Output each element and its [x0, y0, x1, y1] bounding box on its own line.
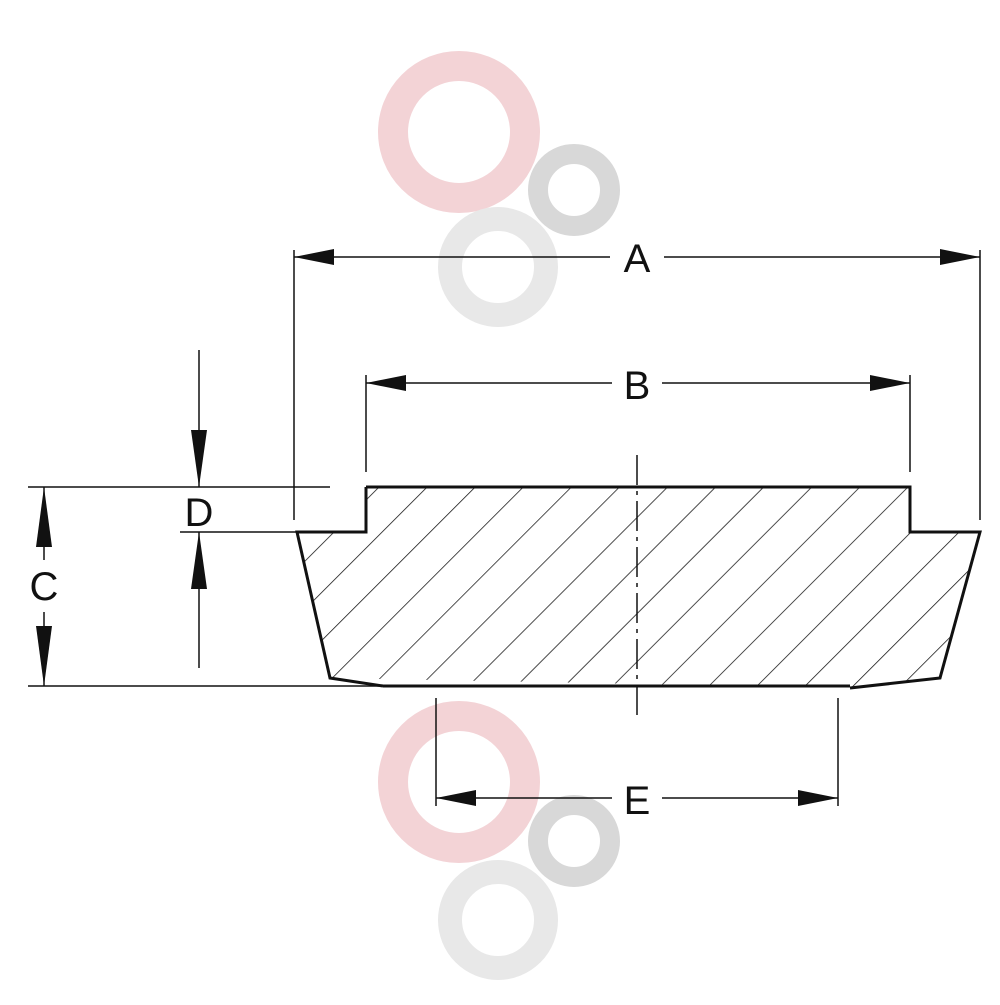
- part-outline: [366, 485, 982, 690]
- arrowhead: [36, 487, 52, 547]
- watermark-ring-gray: [528, 795, 620, 887]
- dimension-a: A: [293, 237, 981, 520]
- dimension-e: E: [435, 698, 839, 823]
- label-b: B: [624, 364, 651, 408]
- watermark-logo-top: [378, 51, 620, 327]
- dimension-b: B: [365, 364, 911, 472]
- arrowhead: [798, 790, 838, 806]
- watermark-ring-red: [378, 51, 540, 213]
- part-hatching: [297, 487, 980, 688]
- label-a: A: [624, 237, 651, 281]
- dimension-d: D: [180, 350, 297, 668]
- watermark-ring-light: [438, 860, 558, 980]
- arrowhead: [294, 249, 334, 265]
- watermark-ring-gray: [528, 144, 620, 236]
- watermark-logo-bottom: [378, 701, 620, 980]
- arrowhead: [191, 532, 207, 589]
- dimension-c: C: [28, 486, 383, 687]
- part-section: [295, 485, 982, 690]
- arrowhead: [36, 626, 52, 686]
- arrowhead: [191, 430, 207, 487]
- arrowhead: [940, 249, 980, 265]
- arrowhead: [436, 790, 476, 806]
- label-c: C: [30, 565, 59, 609]
- label-d: D: [185, 491, 214, 535]
- arrowhead: [870, 375, 910, 391]
- arrowhead: [366, 375, 406, 391]
- watermark-ring-light: [438, 207, 558, 327]
- label-e: E: [624, 779, 651, 823]
- watermark-ring-red: [378, 701, 540, 863]
